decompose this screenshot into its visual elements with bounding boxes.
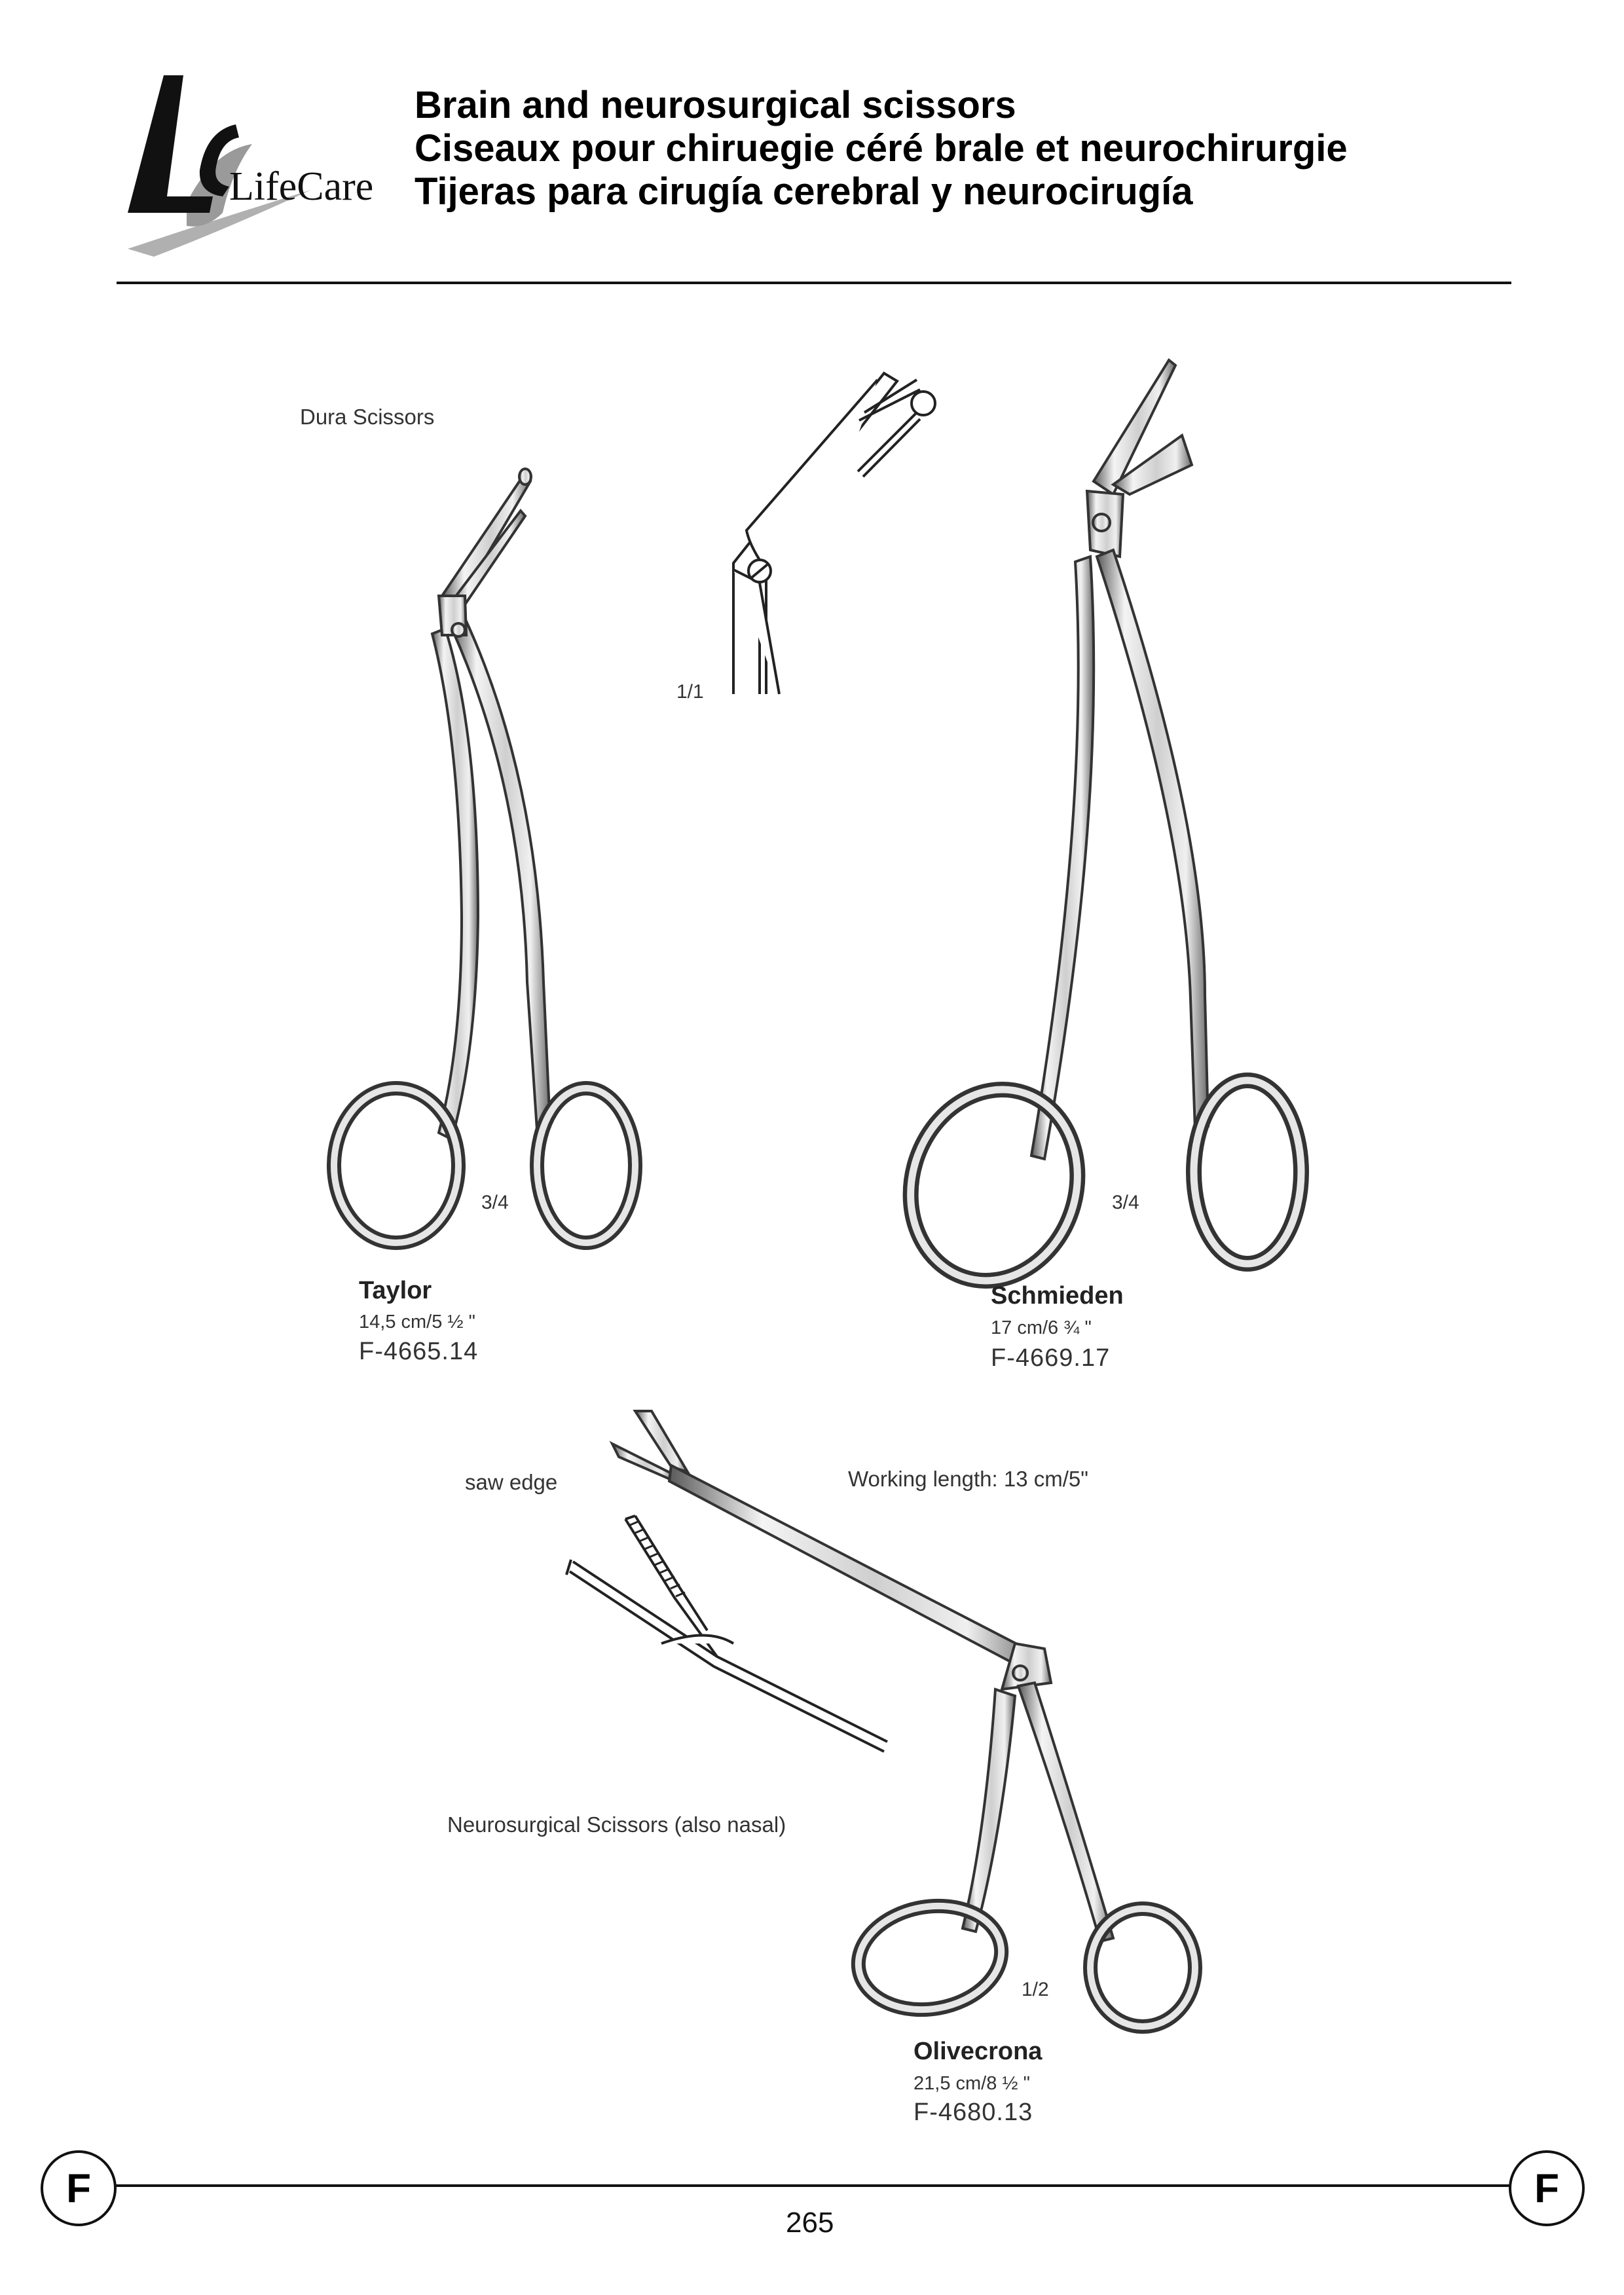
logo-mark-icon [128,75,311,257]
taylor-code-number: -4665.14 [375,1338,479,1365]
title-french: Ciseaux pour chiruegie céré brale et neu… [415,127,1348,170]
title-english: Brain and neurosurgical scissors [415,84,1016,126]
taylor-size: 14,5 cm/5 ½ " [359,1312,475,1332]
header-divider [117,282,1511,284]
page-number: 265 [786,2207,834,2239]
taylor-code: F-4665.14 [359,1338,478,1366]
schmieden-scissors-image [902,358,1309,1289]
schmieden-size: 17 cm/6 ¾ " [991,1317,1092,1338]
taylor-code-prefix: F [359,1338,375,1365]
brand-name: LifeCare [229,164,374,209]
olivecrona-scissors-image [609,1410,1202,2034]
saw-edge-detail-image [565,1515,888,1753]
saw-edge-caption: saw edge [465,1470,558,1494]
taylor-scale: 3/4 [481,1192,509,1213]
dura-scissors-caption: Dura Scissors [300,405,435,429]
neurosurgical-scissors-caption: Neurosurgical Scissors (also nasal) [447,1812,786,1837]
olivecrona-code-number: -4680.13 [929,2099,1033,2126]
schmieden-code-prefix: F [991,1344,1007,1372]
taylor-name: Taylor [359,1277,432,1304]
schmieden-name: Schmieden [991,1282,1124,1310]
olivecrona-scale: 1/2 [1022,1979,1049,2000]
title-spanish: Tijeras para cirugía cerebral y neurocir… [415,170,1193,213]
section-badge-right: F [1509,2150,1585,2226]
schmieden-code-number: -4669.17 [1006,1344,1111,1372]
lifecare-logo: LifeCare [115,72,374,262]
footer-divider [111,2184,1513,2187]
olivecrona-code: F-4680.13 [913,2099,1033,2127]
schmieden-scale: 3/4 [1112,1192,1139,1213]
schmieden-code: F-4669.17 [991,1344,1110,1372]
taylor-scissors-image [327,468,642,1250]
detail-scale: 1/1 [676,681,704,703]
working-length-caption: Working length: 13 cm/5" [848,1467,1088,1491]
dura-tip-detail-image [732,371,936,695]
olivecrona-code-prefix: F [913,2099,930,2126]
section-badge-left: F [41,2150,117,2226]
olivecrona-name: Olivecrona [913,2038,1043,2065]
olivecrona-size: 21,5 cm/8 ½ " [913,2073,1030,2094]
